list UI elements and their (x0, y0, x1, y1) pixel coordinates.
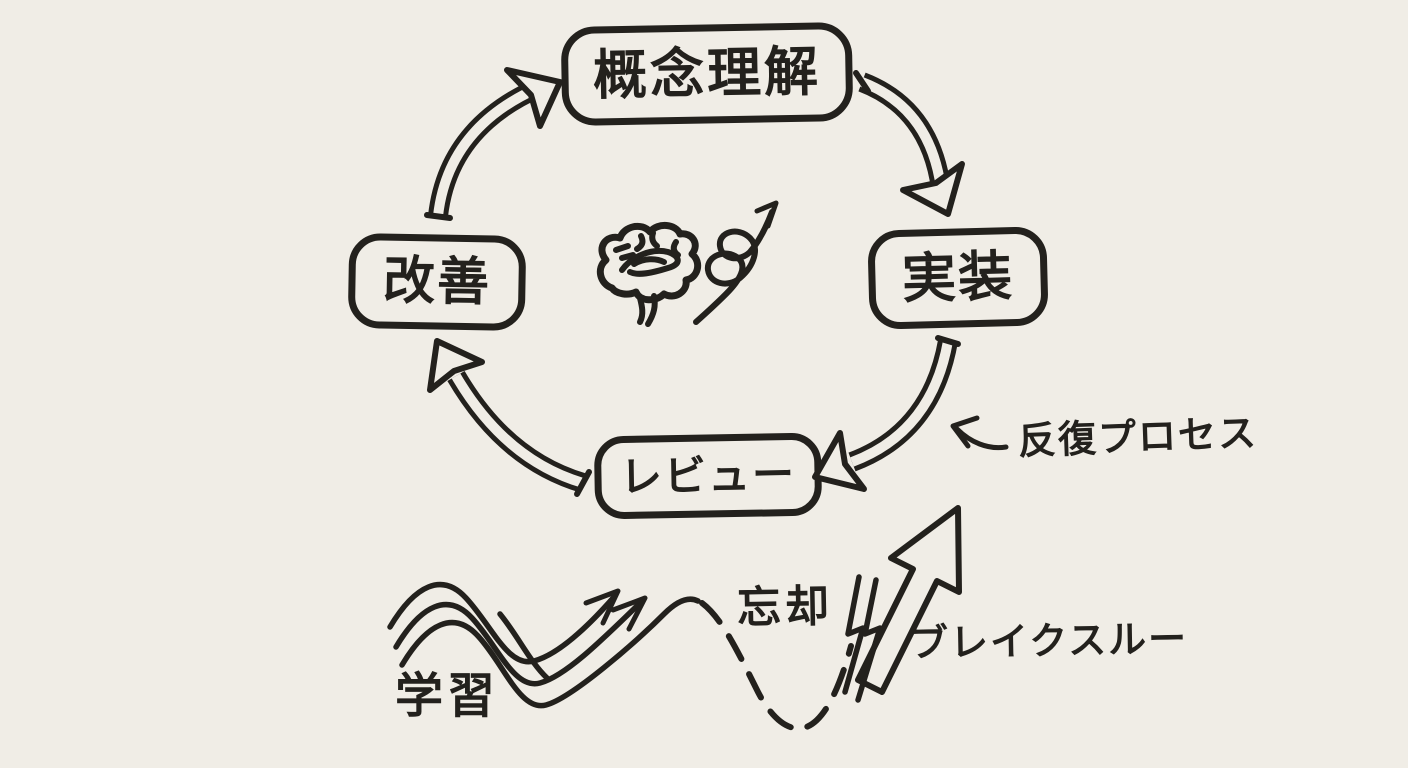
node-box-improvement (348, 233, 526, 331)
annotation-forgetting: 忘却 (736, 581, 834, 634)
cycle-arrow-implementation-to-review (812, 335, 961, 492)
node-label-improvement: 改善 (382, 251, 492, 313)
node-label-review: レビュー (619, 449, 797, 502)
cycle-arrow-review-to-improvement (427, 338, 592, 497)
annotation-learning: 学習 (395, 668, 500, 724)
node-label-implementation: 実装 (901, 244, 1015, 311)
annotation-iterative-process: 反復プロセス (1017, 410, 1259, 464)
cycle-arrow-concept-to-implementation (853, 70, 965, 217)
node-box-concept (561, 22, 853, 126)
brain-icon (596, 222, 702, 327)
breakthrough-arrow (855, 505, 962, 695)
forgetting-dashed-curve (699, 600, 854, 732)
spiral-growth-arrow-icon (693, 200, 779, 325)
learning-wave-curves (387, 581, 701, 709)
node-box-implementation (868, 226, 1048, 330)
annotation-breakthrough: ブレイクスルー (909, 616, 1189, 666)
node-label-concept-understanding: 概念理解 (592, 40, 822, 107)
cycle-arrow-improvement-to-concept (424, 67, 563, 221)
iteration-pointer-arrow (950, 415, 1009, 451)
